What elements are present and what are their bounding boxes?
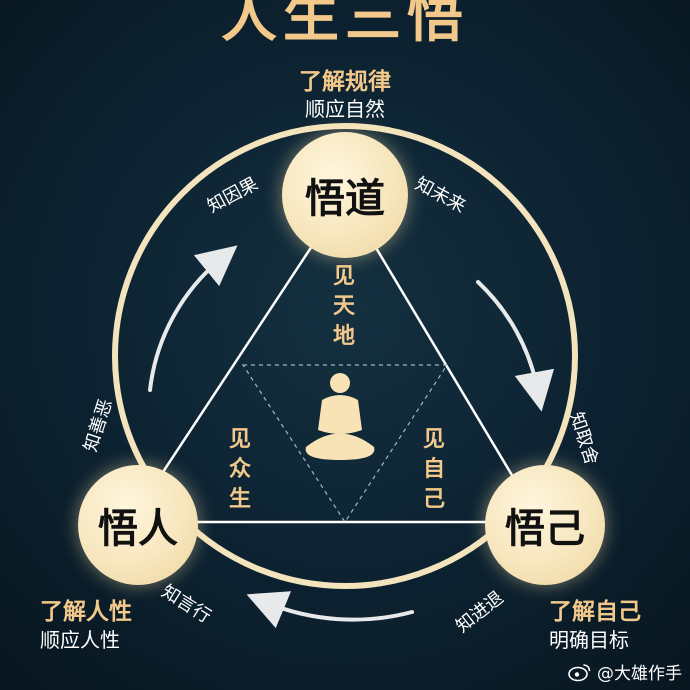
watermark: @大雄作手: [568, 659, 682, 684]
left-caption-title: 了解人性: [40, 599, 132, 625]
node-wudao: 悟道: [282, 132, 408, 258]
inner-dashed-triangle: [241, 364, 449, 524]
page-title: 人生三悟: [221, 0, 469, 50]
arrow-right-down: [476, 280, 555, 412]
weibo-icon: [568, 663, 591, 681]
node-wuren-label: 悟人: [98, 506, 178, 552]
right-caption-title: 了解自己: [549, 599, 641, 625]
main-triangle: [127, 193, 543, 524]
inner-label-top: 见天地: [332, 264, 355, 349]
top-caption-subtitle: 顺应自然: [305, 97, 385, 121]
watermark-text: @大雄作手: [597, 664, 682, 684]
node-wuren: 悟人: [78, 465, 198, 585]
right-caption-subtitle: 明确目标: [549, 628, 629, 652]
outer-circle: [112, 123, 578, 589]
inner-label-left: 见众生: [228, 427, 251, 512]
node-wuji-label: 悟己: [505, 506, 585, 552]
node-wudao-label: 悟道: [305, 176, 385, 222]
arrow-bottom-left: [246, 591, 414, 629]
left-caption-subtitle: 顺应人性: [40, 628, 120, 652]
arrow-left-up: [148, 245, 238, 392]
top-caption-title: 了解规律: [299, 69, 391, 95]
inner-label-right: 见自己: [422, 427, 445, 512]
node-wuji: 悟己: [485, 465, 605, 585]
meditation-figure-icon: [305, 373, 375, 460]
